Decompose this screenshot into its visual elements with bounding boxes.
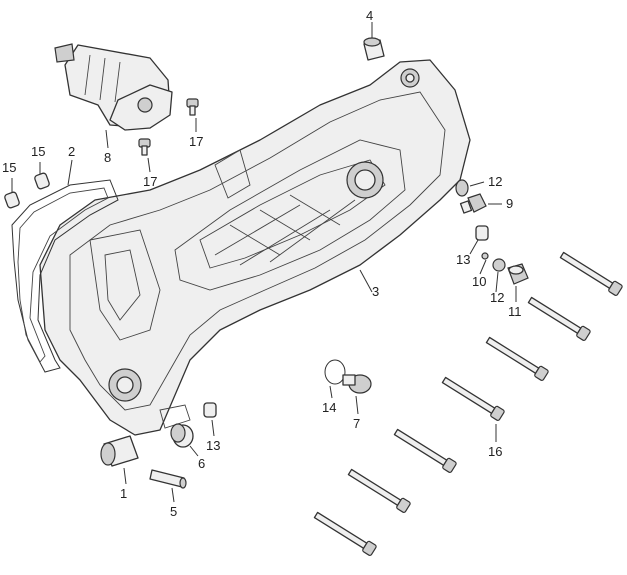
callout-13-lower: 13 <box>206 438 220 453</box>
ball-10 <box>481 252 489 260</box>
callout-5: 5 <box>170 504 177 519</box>
long-bolts-16 <box>313 251 623 556</box>
callout-17-upper: 17 <box>189 134 203 149</box>
washer-12-lower <box>492 258 506 272</box>
callout-12-lower: 12 <box>490 290 504 305</box>
callout-1: 1 <box>120 486 127 501</box>
callout-8: 8 <box>104 150 111 165</box>
callout-11: 11 <box>508 304 522 319</box>
dowel-15-a <box>34 172 50 190</box>
dowel-13-lower <box>203 402 217 418</box>
callout-10: 10 <box>472 274 486 289</box>
crankcase-cover <box>39 59 471 436</box>
bolt-17-lower <box>138 138 151 156</box>
callout-14: 14 <box>322 400 336 415</box>
washer-12-upper <box>455 179 469 197</box>
gasket <box>11 179 119 373</box>
callout-15-a: 15 <box>31 144 45 159</box>
callout-labels: 4 8 17 17 15 15 2 12 9 13 10 12 11 3 14 … <box>2 8 522 519</box>
dowel-15-b <box>4 191 20 209</box>
dowel-13-upper <box>475 225 489 241</box>
pin-5 <box>149 469 187 489</box>
bushing-6 <box>170 423 194 448</box>
callout-7: 7 <box>353 416 360 431</box>
callout-4: 4 <box>366 8 373 23</box>
o-ring-14 <box>324 359 346 385</box>
callout-3: 3 <box>372 284 379 299</box>
callout-12-upper: 12 <box>488 174 502 189</box>
bearing-1 <box>100 435 139 467</box>
callout-17-lower: 17 <box>143 174 157 189</box>
plug-7 <box>342 374 372 394</box>
bolt-17-upper <box>186 98 199 116</box>
bolt-9 <box>459 193 487 214</box>
callout-6: 6 <box>198 456 205 471</box>
bolt-11 <box>507 263 529 285</box>
starter-motor <box>54 43 173 131</box>
callout-15-b: 15 <box>2 160 16 175</box>
callout-16: 16 <box>488 444 502 459</box>
callout-9: 9 <box>506 196 513 211</box>
callout-13-upper: 13 <box>456 252 470 267</box>
bushing-4 <box>363 37 385 61</box>
leader-lines <box>11 22 517 503</box>
callout-2: 2 <box>68 144 75 159</box>
